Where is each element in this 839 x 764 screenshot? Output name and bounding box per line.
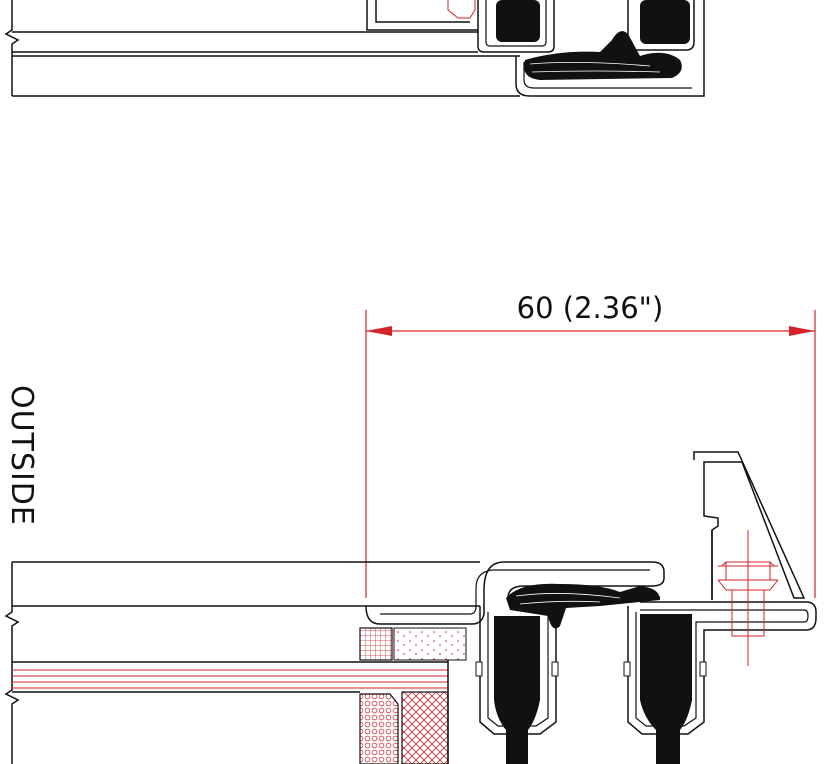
spacer-block xyxy=(359,693,399,764)
right-gasket xyxy=(640,614,692,764)
insulation-block xyxy=(393,627,467,661)
outside-label: OUTSIDE xyxy=(4,385,39,526)
right-channel xyxy=(627,601,817,735)
upper-section-detail xyxy=(4,0,705,97)
arrow-right xyxy=(789,326,815,336)
break-line-lower xyxy=(4,562,20,764)
lower-section-detail xyxy=(4,451,817,764)
width-dimension: 60 (2.36") xyxy=(365,291,816,598)
fastener xyxy=(717,530,779,666)
triangular-bracket xyxy=(693,451,806,600)
break-line-upper xyxy=(4,0,20,96)
left-gasket xyxy=(494,616,540,764)
frame-profile xyxy=(365,561,665,625)
backer-block xyxy=(401,691,449,764)
arrow-left xyxy=(366,326,392,336)
sealant-block xyxy=(359,627,393,661)
dimension-text: 60 (2.36") xyxy=(517,291,664,325)
top-gasket xyxy=(506,583,660,629)
